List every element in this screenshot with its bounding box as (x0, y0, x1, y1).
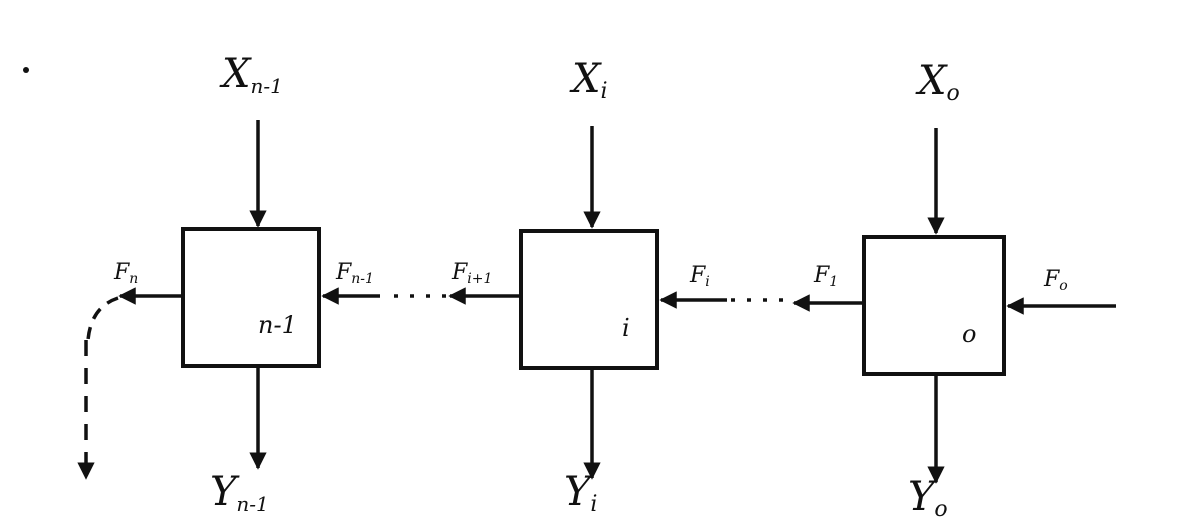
output-label-i: Yi (564, 469, 597, 517)
flow-label-fn: Fn (113, 260, 138, 287)
block-n-1 (181, 227, 321, 368)
flow-label-fo: Fo (1043, 267, 1068, 294)
input-label-o: Xo (915, 58, 960, 106)
block-i (519, 229, 659, 370)
input-label-n-1: Xn-1 (219, 51, 283, 98)
block-index-i: i (622, 314, 630, 342)
dashed-curve-out (86, 296, 119, 341)
block-o (862, 235, 1006, 376)
block-index-o: o (962, 320, 976, 348)
scan-speck (23, 67, 29, 73)
flow-label-fi1: Fi+1 (451, 260, 492, 287)
input-label-i: Xi (569, 56, 608, 104)
block-index-n-1: n-1 (258, 311, 297, 339)
flow-label-fi: Fi (689, 263, 710, 290)
output-label-n-1: Yn-1 (210, 469, 269, 516)
output-label-o: Yo (908, 474, 948, 522)
flow-label-fn-1: Fn-1 (335, 260, 374, 287)
flow-label-f1: F1 (813, 263, 838, 290)
